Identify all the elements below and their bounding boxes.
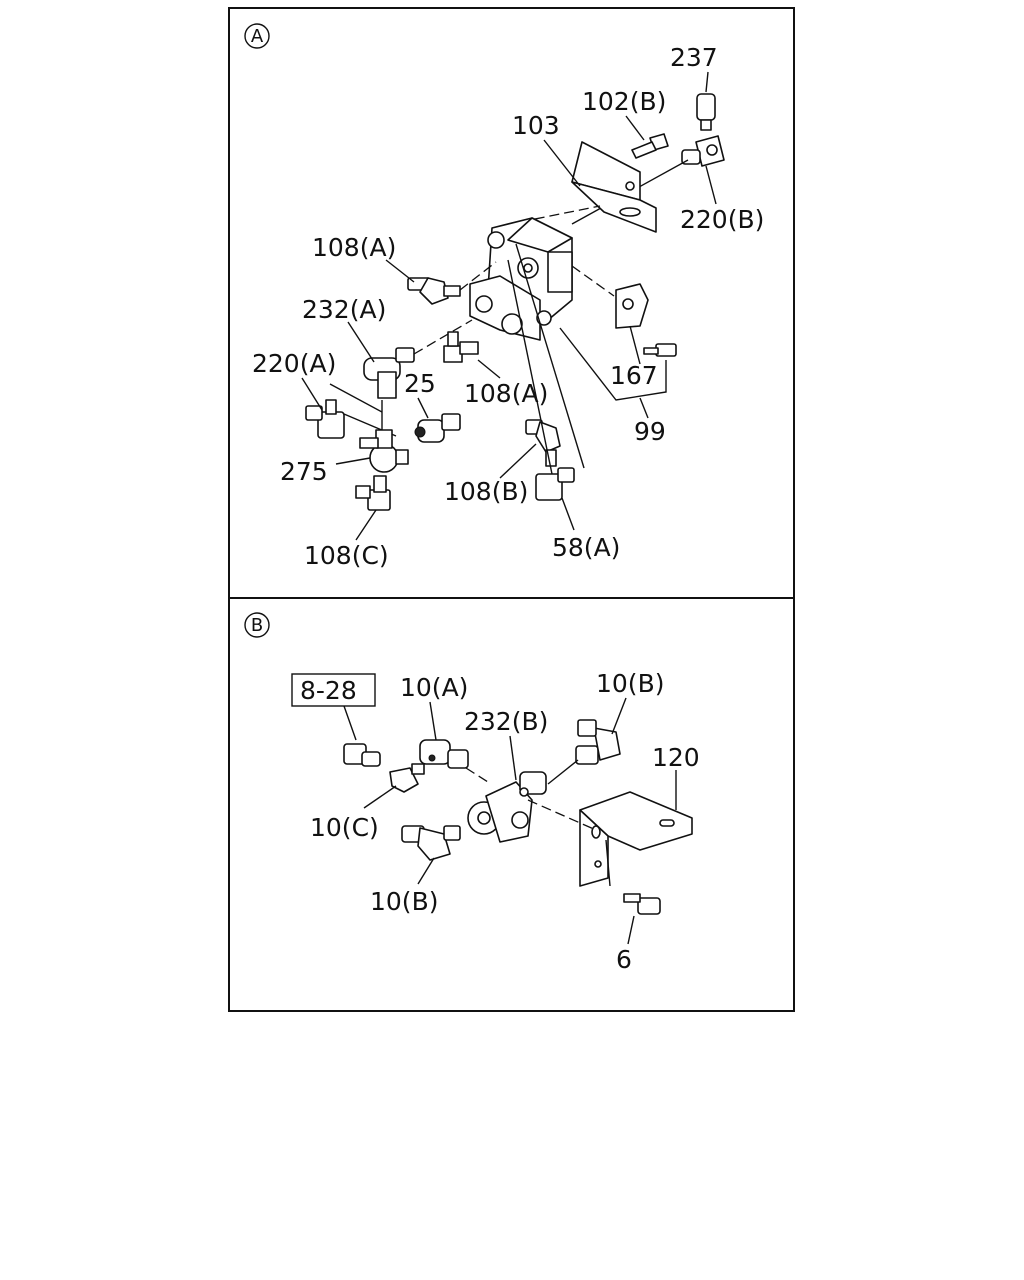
label-6: 6 [616, 945, 632, 974]
leader-99 [639, 397, 649, 419]
guide-10b-top [547, 759, 579, 785]
leader-10b-top [611, 697, 627, 735]
guide-10a [465, 767, 489, 783]
label-58a: 58(A) [552, 533, 620, 562]
leader-220a [301, 377, 323, 411]
label-232a: 232(A) [302, 295, 386, 324]
ref-828: 8-28 [300, 676, 357, 705]
leader-10c [363, 785, 397, 809]
part-220b-fitting[interactable] [681, 135, 725, 167]
leader-167 [629, 325, 641, 365]
label-108c: 108(C) [304, 541, 389, 570]
part-167-bolt[interactable] [643, 343, 677, 357]
leader-108b [499, 443, 537, 479]
guide-58a-1 [515, 243, 585, 469]
part-275-tee[interactable] [359, 429, 409, 473]
part-237-cap[interactable] [696, 93, 716, 131]
label-102b: 102(B) [582, 87, 666, 116]
leader-108c [355, 509, 377, 541]
part-108a-top-elbow[interactable] [407, 277, 461, 305]
leader-58a [561, 497, 575, 531]
label-275: 275 [280, 457, 328, 486]
leader-828 [343, 705, 357, 741]
part-6-bolt[interactable] [623, 893, 661, 915]
part-103-bracket[interactable] [571, 141, 657, 233]
part-828-sensor[interactable] [343, 743, 381, 767]
label-10b-bot: 10(B) [370, 887, 438, 916]
leader-10b-bot [417, 857, 435, 885]
section-b-frame [228, 597, 795, 1012]
label-232b: 232(B) [464, 707, 548, 736]
guide-6 [605, 839, 611, 887]
section-b-marker: B [251, 615, 263, 636]
section-b: B 8-28 10(C) 10(A) [244, 612, 700, 974]
guide-120 [527, 799, 597, 831]
part-10c-elbow[interactable] [389, 763, 425, 793]
section-a-marker-circle [244, 23, 270, 49]
label-167: 167 [610, 361, 658, 390]
leader-108a-top [385, 259, 415, 283]
label-108b: 108(B) [444, 477, 528, 506]
guide-58a-2 [507, 259, 553, 475]
part-10b-bottom-elbow[interactable] [401, 825, 461, 861]
leader-99-bracket [559, 327, 667, 401]
part-valve-body[interactable] [469, 217, 573, 341]
part-58a-tee[interactable] [535, 467, 575, 501]
guide-220a-1 [329, 383, 383, 413]
part-108b-elbow[interactable] [525, 419, 561, 467]
leader-102b [625, 115, 645, 141]
label-237: 237 [670, 43, 718, 72]
label-108a-mid: 108(A) [464, 379, 548, 408]
label-10a: 10(A) [400, 673, 468, 702]
label-108a-top: 108(A) [312, 233, 396, 262]
label-103: 103 [512, 111, 560, 140]
part-232a[interactable] [363, 347, 415, 399]
leader-232a [347, 321, 375, 363]
ref-828-box[interactable] [291, 673, 376, 707]
leader-103 [543, 139, 581, 187]
leader-10a [429, 701, 437, 741]
guide-108a-top [459, 261, 497, 291]
label-25: 25 [404, 369, 436, 398]
guide-167 [571, 265, 615, 297]
label-99: 99 [634, 417, 666, 446]
leader-108a-mid [477, 359, 501, 379]
label-10c: 10(C) [310, 813, 379, 842]
section-a: A 237 102(B) 220(B) [244, 23, 764, 570]
section-a-marker: A [251, 26, 264, 47]
part-108c-tee[interactable] [355, 475, 391, 511]
label-220a: 220(A) [252, 349, 336, 378]
part-232b-valve[interactable] [467, 771, 547, 843]
part-10a[interactable] [419, 739, 469, 769]
label-10b-top: 10(B) [596, 669, 664, 698]
part-120-bracket[interactable] [579, 791, 693, 887]
part-25[interactable] [414, 413, 461, 443]
label-220b: 220(B) [680, 205, 764, 234]
part-102b-bolt[interactable] [631, 133, 669, 159]
part-167-mount[interactable] [615, 283, 649, 329]
guide-232a [413, 319, 473, 355]
part-108a-mid-tee[interactable] [443, 331, 479, 363]
section-b-marker-circle [244, 612, 270, 638]
leader-220b [705, 165, 717, 205]
leader-232b [509, 735, 517, 781]
guide-103 [519, 205, 601, 223]
leader-237 [705, 71, 709, 93]
leader-25 [417, 397, 429, 419]
part-220a-fitting[interactable] [305, 399, 345, 439]
leader-275 [335, 457, 371, 465]
label-120: 120 [652, 743, 700, 772]
part-10b-top-elbow[interactable] [575, 719, 621, 765]
leader-6 [627, 915, 635, 945]
